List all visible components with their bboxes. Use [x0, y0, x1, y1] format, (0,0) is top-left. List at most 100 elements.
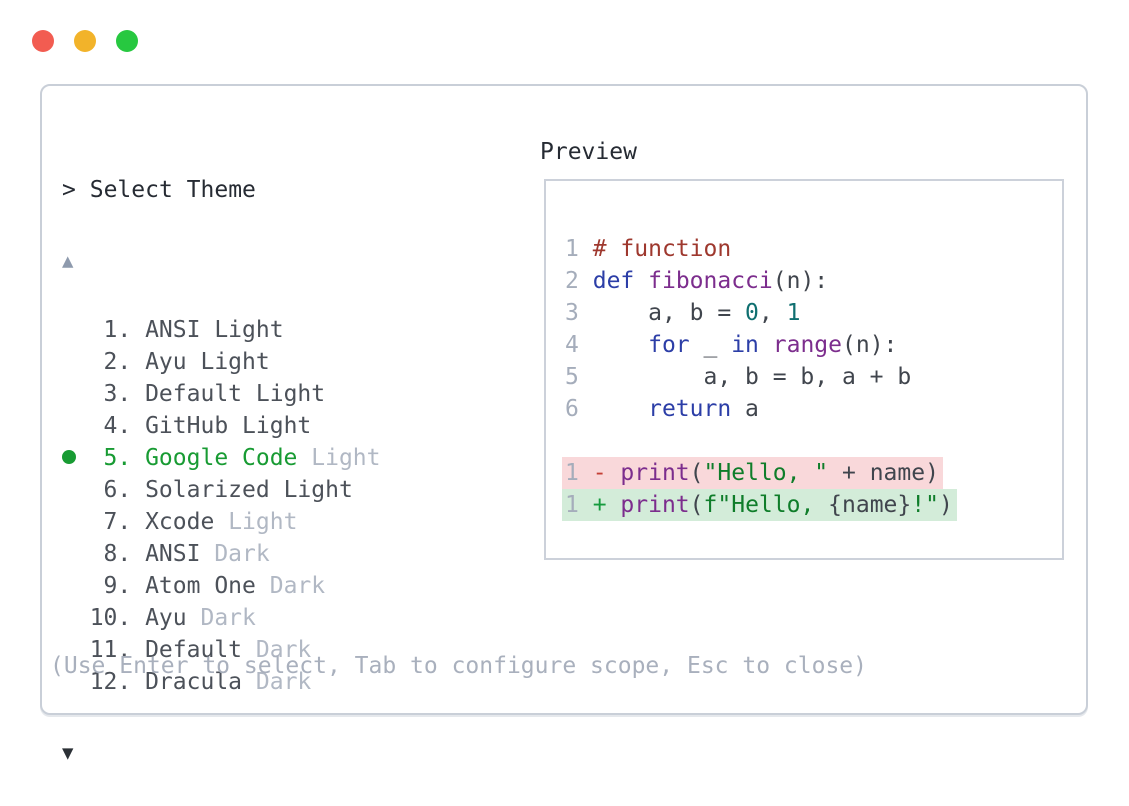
- theme-list: 1. ANSI Light 2. Ayu Light 3. Default Li…: [62, 314, 381, 698]
- token-fn: print: [620, 492, 690, 518]
- line-number: 1: [565, 492, 579, 518]
- maximize-button[interactable]: [116, 30, 138, 52]
- theme-variant: Dark: [255, 637, 312, 663]
- token-plain: a, b =: [592, 300, 746, 326]
- token-kw: in: [731, 332, 759, 358]
- theme-number: 11.: [89, 637, 146, 663]
- theme-number: 4.: [89, 413, 146, 439]
- theme-number: 7.: [89, 509, 146, 535]
- token-fn: print: [620, 460, 690, 486]
- scroll-up-indicator[interactable]: ▲: [62, 250, 74, 272]
- theme-variant: Light: [242, 413, 312, 439]
- preview-heading: Preview: [540, 139, 637, 165]
- token-plain: [593, 332, 648, 358]
- theme-variant: Light: [228, 509, 298, 535]
- theme-variant: Light: [200, 349, 270, 375]
- line-number: 1: [565, 460, 579, 486]
- theme-variant: Dark: [214, 541, 270, 567]
- theme-option[interactable]: 1. ANSI Light: [62, 314, 381, 346]
- theme-number: 12.: [89, 669, 146, 695]
- theme-list-column: > Select Theme ▲ 1. ANSI Light 2. Ayu Li…: [62, 136, 381, 806]
- line-number: 4: [565, 332, 579, 358]
- token-plain: (n):: [772, 268, 829, 294]
- theme-variant: Light: [283, 477, 353, 503]
- token-plain: [634, 268, 648, 294]
- line-number: 2: [565, 268, 579, 294]
- line-number: 6: [565, 396, 579, 422]
- theme-option[interactable]: 2. Ayu Light: [62, 346, 381, 378]
- code-line-content: 1 # function: [562, 233, 735, 265]
- token-str: f"Hello,: [703, 492, 829, 518]
- diff-line-removed: 1 - print("Hello, " + name): [562, 457, 1062, 489]
- code-line-content: 2 def fibonacci(n):: [562, 265, 832, 297]
- theme-option[interactable]: 4. GitHub Light: [62, 410, 381, 442]
- minimize-button[interactable]: [74, 30, 96, 52]
- theme-name: Default: [145, 637, 243, 663]
- theme-number: 3.: [89, 381, 146, 407]
- code-line: 1 # function: [562, 233, 1062, 265]
- theme-name: Google Code: [145, 445, 298, 471]
- theme-variant: Dark: [269, 573, 326, 599]
- token-plain: a: [731, 396, 759, 422]
- theme-option[interactable]: 3. Default Light: [62, 378, 381, 410]
- token-kw: return: [648, 396, 732, 422]
- token-minus: -: [592, 460, 621, 486]
- token-plain: (n):: [842, 332, 898, 358]
- theme-name: Ayu: [145, 349, 187, 375]
- theme-number: 10.: [89, 605, 146, 631]
- theme-number: 5.: [89, 445, 146, 471]
- token-plain: _: [689, 332, 732, 358]
- theme-option[interactable]: 7. Xcode Light: [62, 506, 381, 538]
- theme-number: 9.: [89, 573, 146, 599]
- token-kw: for: [648, 332, 690, 358]
- token-plain: ,: [758, 300, 787, 326]
- code-line-content: 3 a, b = 0, 1: [562, 297, 804, 329]
- dialog-title: Select Theme: [89, 177, 256, 203]
- theme-option[interactable]: 11. Default Dark: [62, 634, 381, 666]
- theme-picker-dialog: > Select Theme ▲ 1. ANSI Light 2. Ayu Li…: [40, 84, 1088, 764]
- line-number: 3: [565, 300, 579, 326]
- theme-option[interactable]: 10. Ayu Dark: [62, 602, 381, 634]
- token-plus: +: [592, 492, 621, 518]
- token-kw: def: [592, 268, 635, 294]
- line-number: 1: [565, 236, 579, 262]
- prompt-line: > Select Theme: [62, 174, 381, 206]
- theme-number: 1.: [89, 317, 146, 343]
- theme-number: 8.: [89, 541, 146, 567]
- theme-option[interactable]: 6. Solarized Light: [62, 474, 381, 506]
- theme-variant: Dark: [255, 669, 312, 695]
- code-line: 4 for _ in range(n):: [562, 329, 1062, 361]
- theme-option[interactable]: 12. Dracula Dark: [62, 666, 381, 698]
- close-button[interactable]: [32, 30, 54, 52]
- token-plain: + name): [828, 460, 939, 486]
- token-plain: {name}: [828, 492, 912, 518]
- diff-line-added: 1 + print(f"Hello, {name}!"): [562, 489, 1062, 521]
- theme-name: ANSI: [145, 317, 201, 343]
- code-line-content: 4 for _ in range(n):: [562, 329, 901, 361]
- selected-bullet-icon: [62, 442, 90, 474]
- line-number: 5: [565, 364, 579, 390]
- code-line: 5 a, b = b, a + b: [562, 361, 1062, 393]
- token-plain: ): [938, 492, 953, 518]
- theme-variant: Light: [311, 445, 381, 471]
- theme-name: GitHub: [145, 413, 229, 439]
- prompt-chevron-icon: >: [62, 177, 76, 203]
- keyboard-hints: (Use Enter to select, Tab to configure s…: [50, 653, 867, 679]
- theme-name: Solarized: [145, 477, 270, 503]
- theme-option[interactable]: 5. Google Code Light: [62, 442, 381, 474]
- token-fn: fibonacci: [648, 268, 773, 294]
- code-line-content: 1 - print("Hello, " + name): [562, 457, 943, 489]
- scroll-down-indicator[interactable]: ▼: [62, 742, 74, 764]
- theme-option[interactable]: 9. Atom One Dark: [62, 570, 381, 602]
- code-line: 3 a, b = 0, 1: [562, 297, 1062, 329]
- theme-option[interactable]: 8. ANSI Dark: [62, 538, 381, 570]
- token-lit: 0: [745, 300, 759, 326]
- token-plain: a, b = b, a + b: [592, 364, 912, 390]
- token-plain: [593, 396, 648, 422]
- theme-name: Atom One: [145, 573, 256, 599]
- theme-variant: Light: [214, 317, 284, 343]
- token-str: "Hello, ": [703, 460, 829, 486]
- theme-name: Xcode: [145, 509, 215, 535]
- token-fn: range: [772, 332, 843, 358]
